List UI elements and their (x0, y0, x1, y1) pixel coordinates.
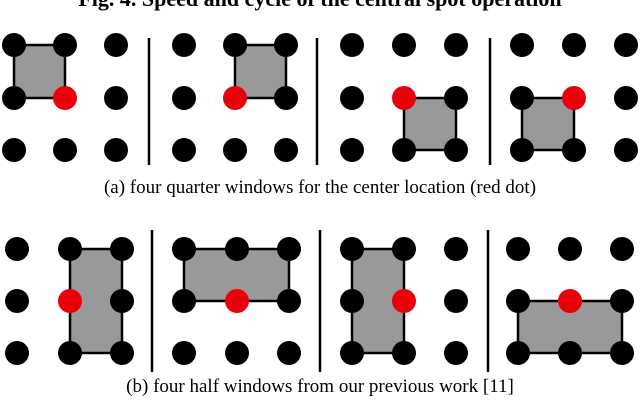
panel_b-grid-3 (340, 237, 468, 365)
grid-dot (225, 341, 249, 365)
grid-dot (340, 86, 364, 110)
caption-panel-b: (b) four half windows from our previous … (126, 376, 514, 397)
grid-dot (172, 86, 196, 110)
window-rect (12, 43, 67, 100)
grid-dot (510, 33, 534, 57)
center-dot (58, 289, 82, 313)
grid-dot (510, 138, 534, 162)
window-rect (520, 96, 576, 152)
grid-dot (444, 289, 468, 313)
grid-dot (392, 138, 416, 162)
grid-dot (610, 237, 634, 261)
grid-dot (58, 341, 82, 365)
grid-dot (614, 138, 638, 162)
grid-dot (340, 33, 364, 57)
grid-dot (172, 237, 196, 261)
center-dot (53, 86, 77, 110)
grid-dot (610, 341, 634, 365)
grid-dot (274, 138, 298, 162)
grid-dot (444, 341, 468, 365)
grid-dot (444, 33, 468, 57)
panel_a-grid-2 (172, 33, 298, 162)
grid-dot (277, 237, 301, 261)
grid-dot (444, 86, 468, 110)
grid-dot (110, 341, 134, 365)
center-dot (562, 86, 586, 110)
grid-dot (506, 237, 530, 261)
center-dot (225, 289, 249, 313)
grid-dot (340, 289, 364, 313)
grid-dot (392, 33, 416, 57)
center-dot (392, 86, 416, 110)
panel_a-grid-3 (340, 33, 468, 162)
panel_b-grid-1 (5, 237, 134, 365)
grid-dot (274, 33, 298, 57)
grid-dot (104, 138, 128, 162)
grid-dot (444, 138, 468, 162)
grid-dot (340, 237, 364, 261)
panel_b-grid-2 (172, 237, 301, 365)
grid-dot (614, 33, 638, 57)
grid-dot (506, 289, 530, 313)
grid-dot (277, 341, 301, 365)
grid-dot (110, 289, 134, 313)
grid-dot (274, 86, 298, 110)
grid-dot (277, 289, 301, 313)
grid-dot (2, 138, 26, 162)
grid-dot (223, 138, 247, 162)
grid-dot (392, 341, 416, 365)
grid-dot (104, 33, 128, 57)
grid-dot (225, 237, 249, 261)
caption-panel-a: (a) four quarter windows for the center … (103, 177, 537, 198)
grid-dot (5, 237, 29, 261)
grid-dot (172, 289, 196, 313)
panel_a-grid-4 (510, 33, 638, 162)
grid-dot (510, 86, 534, 110)
window-rect (402, 96, 458, 152)
grid-dot (340, 138, 364, 162)
panel_b-grid-4 (506, 237, 634, 365)
grid-dot (172, 138, 196, 162)
grid-dot (558, 237, 582, 261)
grid-dot (392, 237, 416, 261)
grid-dot (104, 86, 128, 110)
grid-dot (562, 33, 586, 57)
grid-dot (558, 341, 582, 365)
panel-a-grids (2, 33, 638, 165)
grid-dot (506, 341, 530, 365)
grid-dot (610, 289, 634, 313)
grid-dot (172, 341, 196, 365)
center-dot (392, 289, 416, 313)
grid-dot (614, 86, 638, 110)
grid-dot (5, 341, 29, 365)
grid-dot (53, 138, 77, 162)
grid-dot (58, 237, 82, 261)
panel_a-grid-1 (2, 33, 128, 162)
grid-dot (53, 33, 77, 57)
grid-dot (172, 33, 196, 57)
grid-dot (2, 33, 26, 57)
window-rect (233, 43, 288, 100)
grid-dot (110, 237, 134, 261)
grid-dot (562, 138, 586, 162)
figure-title: Fig. 4. Speed and cycle of the central s… (0, 0, 640, 12)
grid-dot (444, 237, 468, 261)
center-dot (558, 289, 582, 313)
grid-dot (340, 341, 364, 365)
grid-dot (2, 86, 26, 110)
grid-dot (223, 33, 247, 57)
grid-dot (5, 289, 29, 313)
center-dot (223, 86, 247, 110)
panel-b-grids (5, 230, 634, 372)
